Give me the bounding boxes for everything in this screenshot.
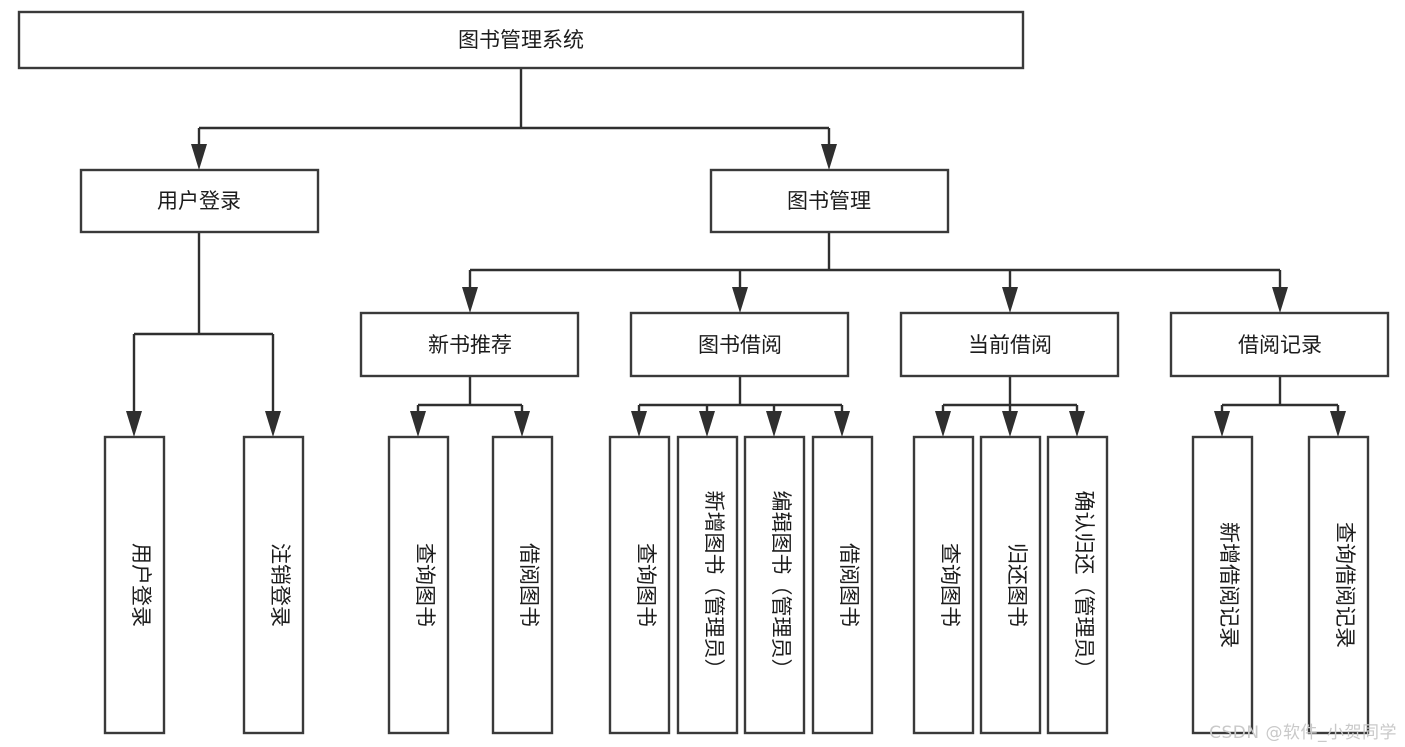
leaf-borrow-query[interactable]: 查询图书 bbox=[608, 435, 671, 735]
watermark-text: CSDN @软件_小贺同学 bbox=[1209, 723, 1397, 743]
leaf-new-book-borrow-label: 借阅图书 bbox=[517, 543, 541, 627]
node-book-borrow-label: 图书借阅 bbox=[698, 333, 782, 357]
leaf-borrow-add-book-label: 新增图书（管理员） bbox=[702, 491, 726, 680]
node-user-login-label: 用户登录 bbox=[157, 189, 241, 213]
leaf-borrow-edit-book-label: 编辑图书（管理员） bbox=[769, 491, 793, 680]
connector-borrow-to-leaves bbox=[631, 376, 850, 437]
connector-record-to-leaves bbox=[1214, 376, 1346, 437]
leaf-current-query-label: 查询图书 bbox=[938, 543, 962, 627]
leaf-current-return[interactable]: 归还图书 bbox=[979, 435, 1042, 735]
leaf-current-query[interactable]: 查询图书 bbox=[912, 435, 975, 735]
node-new-book-recommend[interactable]: 新书推荐 bbox=[359, 311, 580, 378]
leaf-borrow-add-book[interactable]: 新增图书（管理员） bbox=[676, 435, 739, 735]
leaf-current-confirm-return[interactable]: 确认归还（管理员） bbox=[1046, 435, 1109, 735]
node-book-borrow[interactable]: 图书借阅 bbox=[629, 311, 850, 378]
leaf-new-book-query[interactable]: 查询图书 bbox=[387, 435, 450, 735]
leaf-borrow-query-label: 查询图书 bbox=[634, 543, 658, 627]
node-user-login[interactable]: 用户登录 bbox=[79, 168, 320, 234]
connector-root-to-level2 bbox=[191, 68, 837, 170]
leaf-current-confirm-return-label: 确认归还（管理员） bbox=[1072, 491, 1096, 680]
node-borrow-record[interactable]: 借阅记录 bbox=[1169, 311, 1390, 378]
leaf-new-book-borrow[interactable]: 借阅图书 bbox=[491, 435, 554, 735]
node-book-management-label: 图书管理 bbox=[787, 189, 871, 213]
leaf-user-login-signin-label: 用户登录 bbox=[129, 543, 153, 627]
leaf-record-query[interactable]: 查询借阅记录 bbox=[1307, 435, 1370, 735]
leaf-current-return-label: 归还图书 bbox=[1005, 543, 1029, 627]
connector-bookmgmt-to-level3 bbox=[462, 232, 1288, 313]
leaf-borrow-lend-book-label: 借阅图书 bbox=[837, 543, 861, 627]
leaf-borrow-lend-book[interactable]: 借阅图书 bbox=[811, 435, 874, 735]
leaf-user-login-signout-label: 注销登录 bbox=[268, 543, 292, 627]
node-root-label: 图书管理系统 bbox=[458, 28, 584, 52]
leaf-record-add[interactable]: 新增借阅记录 bbox=[1191, 435, 1254, 735]
connector-newbook-to-leaves bbox=[410, 376, 530, 437]
connector-userlogin-to-leaves bbox=[126, 232, 281, 437]
node-new-book-recommend-label: 新书推荐 bbox=[428, 333, 512, 357]
leaf-new-book-query-label: 查询图书 bbox=[413, 543, 437, 627]
leaf-user-login-signout[interactable]: 注销登录 bbox=[242, 435, 305, 735]
node-current-borrow-label: 当前借阅 bbox=[968, 333, 1052, 357]
connector-current-to-leaves bbox=[935, 376, 1085, 437]
node-book-management[interactable]: 图书管理 bbox=[709, 168, 950, 234]
node-borrow-record-label: 借阅记录 bbox=[1238, 333, 1322, 357]
leaf-record-query-label: 查询借阅记录 bbox=[1333, 522, 1357, 648]
leaf-record-add-label: 新增借阅记录 bbox=[1217, 522, 1241, 648]
node-current-borrow[interactable]: 当前借阅 bbox=[899, 311, 1120, 378]
leaf-user-login-signin[interactable]: 用户登录 bbox=[103, 435, 166, 735]
leaf-borrow-edit-book[interactable]: 编辑图书（管理员） bbox=[743, 435, 806, 735]
node-root[interactable]: 图书管理系统 bbox=[17, 10, 1025, 70]
